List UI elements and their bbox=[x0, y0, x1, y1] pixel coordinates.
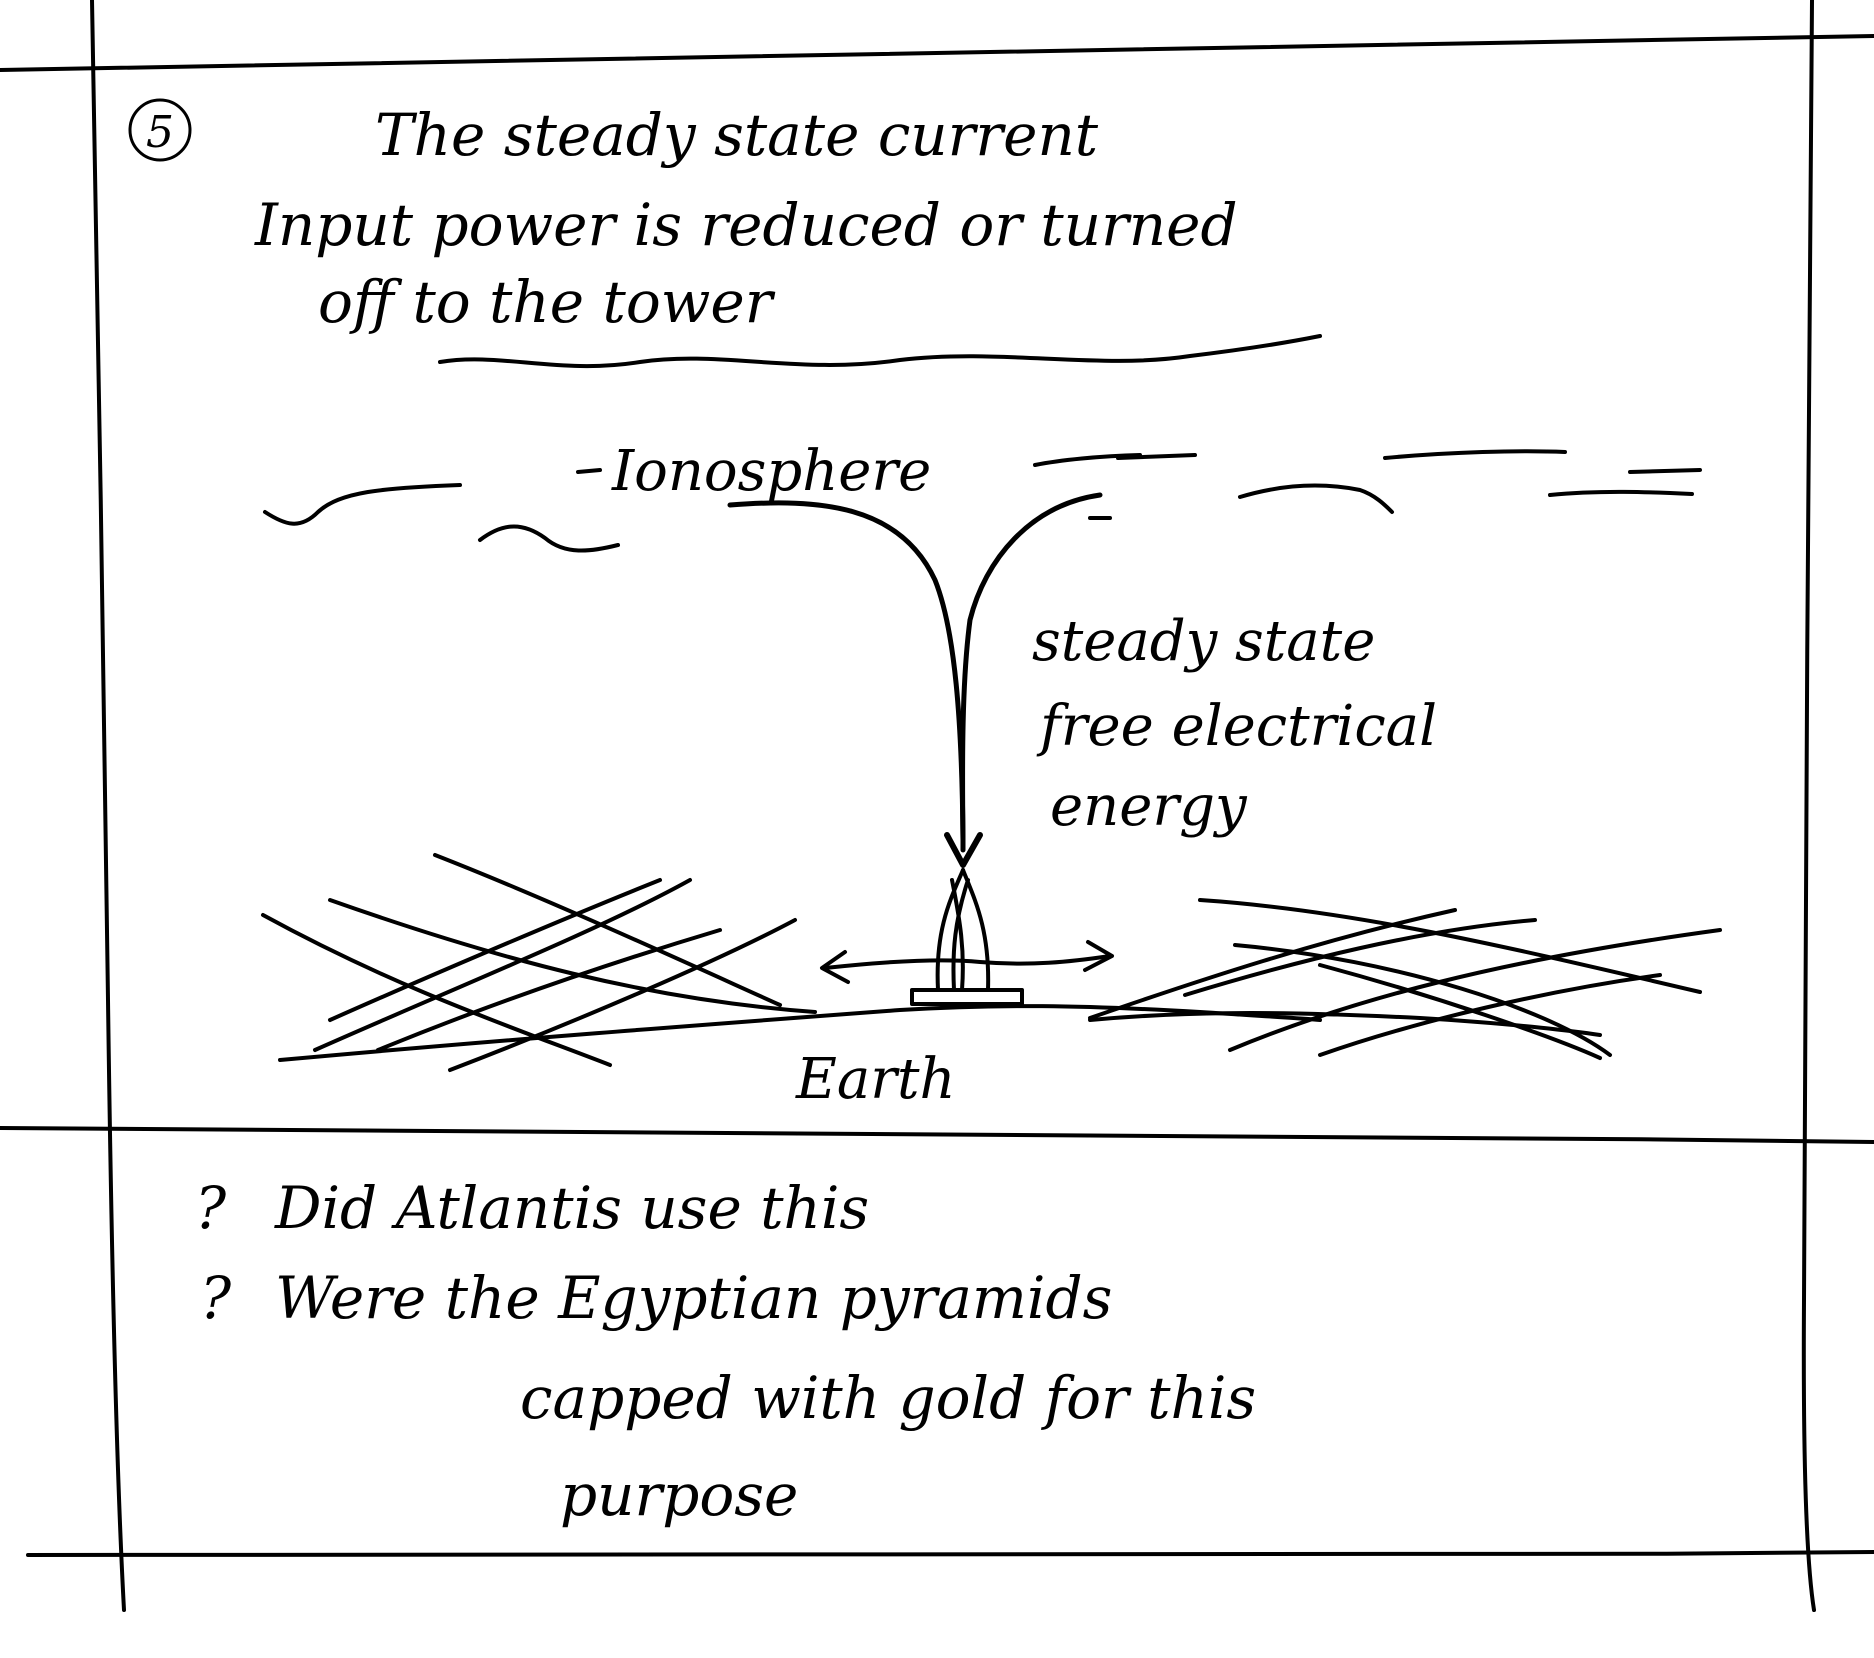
heading-line-3: off to the tower bbox=[318, 268, 776, 336]
heading-line-1: The steady state current bbox=[375, 101, 1099, 169]
energy-label-line-1: steady state bbox=[1032, 609, 1375, 674]
frame-right-line bbox=[1801, 0, 1816, 1612]
energy-label: steady state free electrical energy bbox=[1032, 609, 1437, 839]
frame-bottom-line bbox=[26, 1550, 1874, 1560]
ionosphere: Ionosphere bbox=[263, 439, 1702, 553]
step-number-badge: 5 bbox=[128, 98, 192, 162]
earth: Earth bbox=[278, 1004, 1602, 1112]
energy-funnel-arrow bbox=[727, 492, 1103, 868]
ionosphere-label: Ionosphere bbox=[611, 439, 931, 504]
energy-label-line-3: energy bbox=[1050, 774, 1248, 839]
question-1-marker: ? bbox=[195, 1174, 227, 1242]
heading-underline bbox=[438, 334, 1322, 369]
questions: ? Did Atlantis use this ? Were the Egypt… bbox=[195, 1174, 1256, 1529]
frame-left-line bbox=[90, 0, 126, 1612]
arrow-left-head bbox=[820, 950, 850, 984]
ionosphere-waves bbox=[263, 449, 1702, 553]
question-2-text: Were the Egyptian pyramids bbox=[275, 1264, 1112, 1332]
heading-line-2: Input power is reduced or turned bbox=[254, 191, 1238, 259]
frame-top-line bbox=[0, 34, 1874, 72]
tower-base bbox=[910, 988, 1024, 1006]
earth-surface-line-right bbox=[1088, 1011, 1602, 1037]
right-field-hatching bbox=[1088, 898, 1722, 1060]
step-number-circle bbox=[128, 98, 192, 162]
question-1-text: Did Atlantis use this bbox=[274, 1174, 869, 1242]
energy-label-line-2: free electrical bbox=[1036, 694, 1437, 759]
arrow-right-head bbox=[1083, 940, 1114, 972]
earth-label: Earth bbox=[795, 1047, 956, 1112]
left-field-hatching bbox=[261, 853, 817, 1072]
heading: The steady state current Input power is … bbox=[254, 101, 1322, 369]
question-2-continuation-1: capped with gold for this bbox=[520, 1364, 1256, 1432]
question-2-continuation-2: purpose bbox=[560, 1461, 798, 1529]
frame-middle-line bbox=[0, 1125, 1874, 1144]
step-number: 5 bbox=[146, 107, 174, 158]
arrow-head bbox=[944, 832, 983, 868]
radiation-double-arrow bbox=[820, 940, 1114, 984]
question-2-marker: ? bbox=[200, 1264, 232, 1332]
tower bbox=[910, 868, 1024, 1006]
